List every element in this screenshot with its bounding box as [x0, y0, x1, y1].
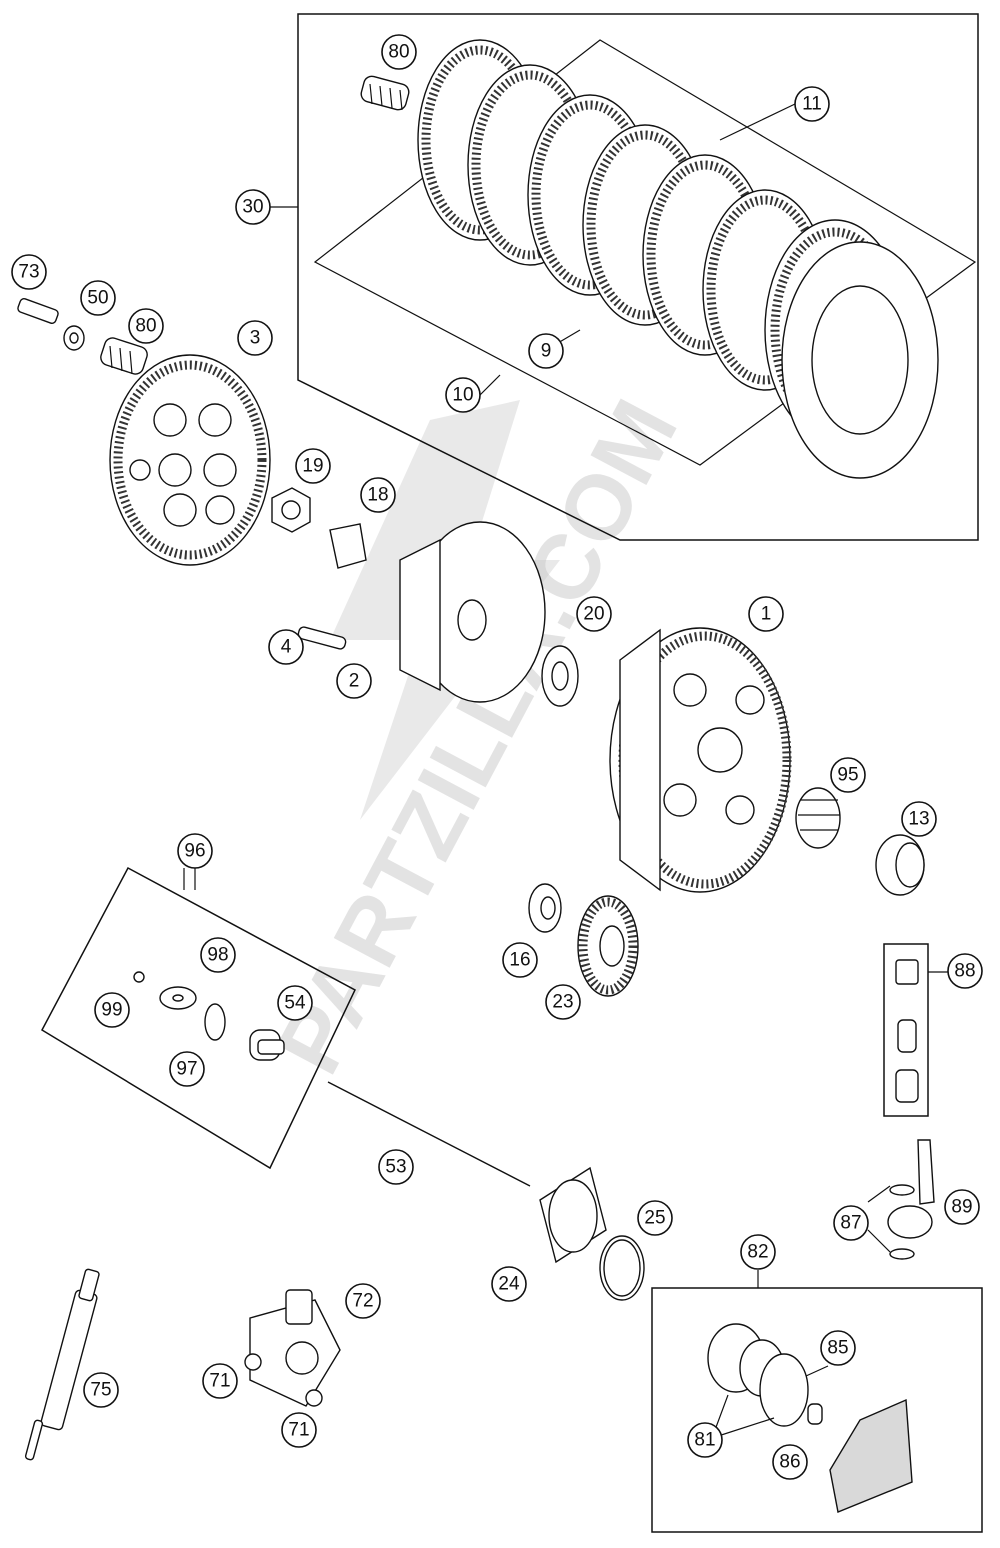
svg-text:1: 1 — [761, 604, 772, 625]
svg-text:3: 3 — [250, 328, 261, 349]
callout-13: 13 — [901, 801, 937, 837]
callout-4: 4 — [268, 629, 304, 665]
callout-87: 87 — [833, 1205, 869, 1241]
svg-text:81: 81 — [694, 1430, 715, 1451]
svg-text:85: 85 — [827, 1338, 848, 1359]
callout-98: 98 — [200, 937, 236, 973]
slave-cylinder — [244, 1289, 341, 1407]
svg-text:80: 80 — [388, 42, 409, 63]
svg-text:9: 9 — [541, 341, 552, 362]
hub-fasteners — [271, 487, 367, 650]
bleed-syringe — [24, 1268, 100, 1461]
callout-23: 23 — [545, 984, 581, 1020]
slave-cylinder-kit-frame — [651, 1270, 983, 1533]
callout-89: 89 — [944, 1189, 980, 1225]
svg-text:99: 99 — [101, 1000, 122, 1021]
svg-text:88: 88 — [954, 961, 975, 982]
svg-text:23: 23 — [552, 992, 573, 1013]
callout-95: 95 — [830, 757, 866, 793]
svg-text:98: 98 — [207, 945, 228, 966]
svg-text:86: 86 — [779, 1452, 800, 1473]
callout-97: 97 — [169, 1051, 205, 1087]
banjo-fitting — [867, 1139, 935, 1260]
svg-text:13: 13 — [908, 809, 929, 830]
callout-30: 30 — [235, 189, 271, 225]
svg-text:71: 71 — [288, 1420, 309, 1441]
callout-80-top: 80 — [381, 34, 417, 70]
callout-50: 50 — [80, 280, 116, 316]
callout-53: 53 — [378, 1149, 414, 1185]
callout-75: 75 — [83, 1372, 119, 1408]
svg-text:95: 95 — [837, 765, 858, 786]
callout-25: 25 — [637, 1200, 673, 1236]
basket-bearing — [795, 787, 925, 896]
svg-text:25: 25 — [644, 1208, 665, 1229]
svg-text:96: 96 — [184, 841, 205, 862]
clutch-outer-basket — [609, 627, 792, 893]
callout-11: 11 — [794, 86, 830, 122]
svg-text:11: 11 — [802, 94, 822, 115]
callout-81: 81 — [687, 1422, 723, 1458]
leader-lines — [183, 103, 796, 890]
callout-82: 82 — [740, 1234, 776, 1270]
svg-text:18: 18 — [367, 485, 388, 506]
callout-16: 16 — [502, 942, 538, 978]
svg-text:24: 24 — [498, 1274, 520, 1295]
push-rod — [327, 1081, 531, 1187]
slave-cylinder-gasket — [539, 1166, 645, 1301]
pressure-plate-hardware — [17, 298, 148, 375]
callout-24: 24 — [491, 1266, 527, 1302]
callout-20: 20 — [576, 596, 612, 632]
svg-text:89: 89 — [951, 1197, 972, 1218]
thrust-washer — [541, 645, 579, 707]
pressure-plate — [109, 354, 271, 566]
svg-text:82: 82 — [747, 1242, 768, 1263]
svg-text:19: 19 — [302, 456, 323, 477]
callout-1: 1 — [748, 596, 784, 632]
svg-text:4: 4 — [281, 637, 292, 658]
clutch-inner-hub — [399, 521, 546, 703]
callout-96: 96 — [177, 833, 213, 869]
callout-73: 73 — [11, 254, 47, 290]
svg-text:71: 71 — [209, 1371, 230, 1392]
svg-text:75: 75 — [90, 1380, 111, 1401]
callout-86: 86 — [772, 1444, 808, 1480]
callout-71-left: 71 — [202, 1363, 238, 1399]
svg-text:30: 30 — [242, 197, 263, 218]
svg-text:73: 73 — [18, 262, 39, 283]
svg-text:10: 10 — [452, 385, 473, 406]
svg-text:53: 53 — [385, 1157, 406, 1178]
clutch-disc-stack — [417, 39, 939, 479]
callout-80-left: 80 — [128, 308, 164, 344]
callout-85: 85 — [820, 1330, 856, 1366]
svg-text:16: 16 — [509, 950, 530, 971]
callout-54: 54 — [277, 985, 313, 1021]
svg-text:2: 2 — [349, 671, 360, 692]
callout-72: 72 — [345, 1283, 381, 1319]
callout-2: 2 — [336, 663, 372, 699]
bleeder-valve-frame — [883, 943, 948, 1117]
callout-9: 9 — [528, 333, 564, 369]
callout-88: 88 — [947, 953, 983, 989]
callout-19: 19 — [295, 448, 331, 484]
piston-kit-frame — [41, 866, 356, 1170]
svg-text:87: 87 — [840, 1213, 861, 1234]
callouts: 80 11 30 9 10 73 50 80 3 19 18 4 2 20 1 … — [11, 34, 983, 1480]
svg-text:54: 54 — [284, 993, 306, 1014]
callout-71-bottom: 71 — [281, 1412, 317, 1448]
svg-text:97: 97 — [176, 1059, 197, 1080]
callout-99: 99 — [94, 992, 130, 1028]
clutch-spring-top — [360, 75, 410, 111]
callout-10: 10 — [445, 377, 481, 413]
callout-3: 3 — [237, 320, 273, 356]
svg-text:50: 50 — [87, 288, 108, 309]
svg-text:72: 72 — [352, 1291, 373, 1312]
svg-text:20: 20 — [583, 604, 604, 625]
callout-18: 18 — [360, 477, 396, 513]
svg-text:80: 80 — [135, 316, 156, 337]
primary-gear-set — [528, 883, 639, 997]
